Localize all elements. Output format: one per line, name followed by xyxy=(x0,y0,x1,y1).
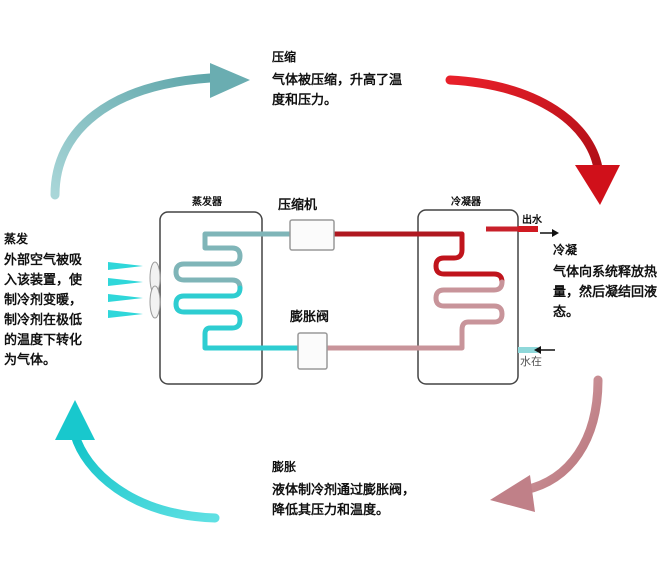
evaporation-cycle-arrow xyxy=(55,400,220,523)
expansion-valve-label: 膨胀阀 xyxy=(290,310,330,325)
water-outlet xyxy=(518,226,559,237)
water-in-label: 水在 xyxy=(520,355,542,368)
evaporation-title: 蒸发 xyxy=(4,232,29,246)
evaporator-label: 蒸发器 xyxy=(192,197,222,208)
fan-icon xyxy=(149,261,161,319)
condensation-description: 气体向系统释放热 量，然后凝结回液 态。 xyxy=(553,265,658,320)
condensation-title: 冷凝 xyxy=(553,243,578,257)
expansion-valve xyxy=(297,332,328,370)
condenser-label: 冷凝器 xyxy=(451,197,481,208)
compression-description: 气体被压缩，升高了温 度和压力。 xyxy=(272,73,403,108)
condenser-unit xyxy=(417,209,519,385)
condensation-cycle-arrow xyxy=(445,75,620,205)
water-inlet xyxy=(518,346,555,354)
compression-title: 压缩 xyxy=(272,50,297,64)
compression-cycle-arrow xyxy=(50,63,250,200)
expansion-cycle-arrow xyxy=(490,375,603,512)
compressor xyxy=(289,219,335,251)
expansion-description: 液体制冷剂通过膨胀阀， 降低其压力和温度。 xyxy=(272,483,416,518)
compressor-label: 压缩机 xyxy=(278,198,318,213)
evaporation-description: 外部空气被吸 入该装置，使 制冷剂变暖， 制冷剂在极低 的温度下转化 为气体。 xyxy=(4,253,83,368)
evaporator-coil xyxy=(173,231,243,351)
water-out-label: 出水 xyxy=(522,215,542,226)
condenser-coil xyxy=(433,231,505,351)
air-intake-arrows xyxy=(108,262,143,318)
hot-gas-line xyxy=(334,226,520,237)
expansion-title: 膨胀 xyxy=(272,460,297,474)
